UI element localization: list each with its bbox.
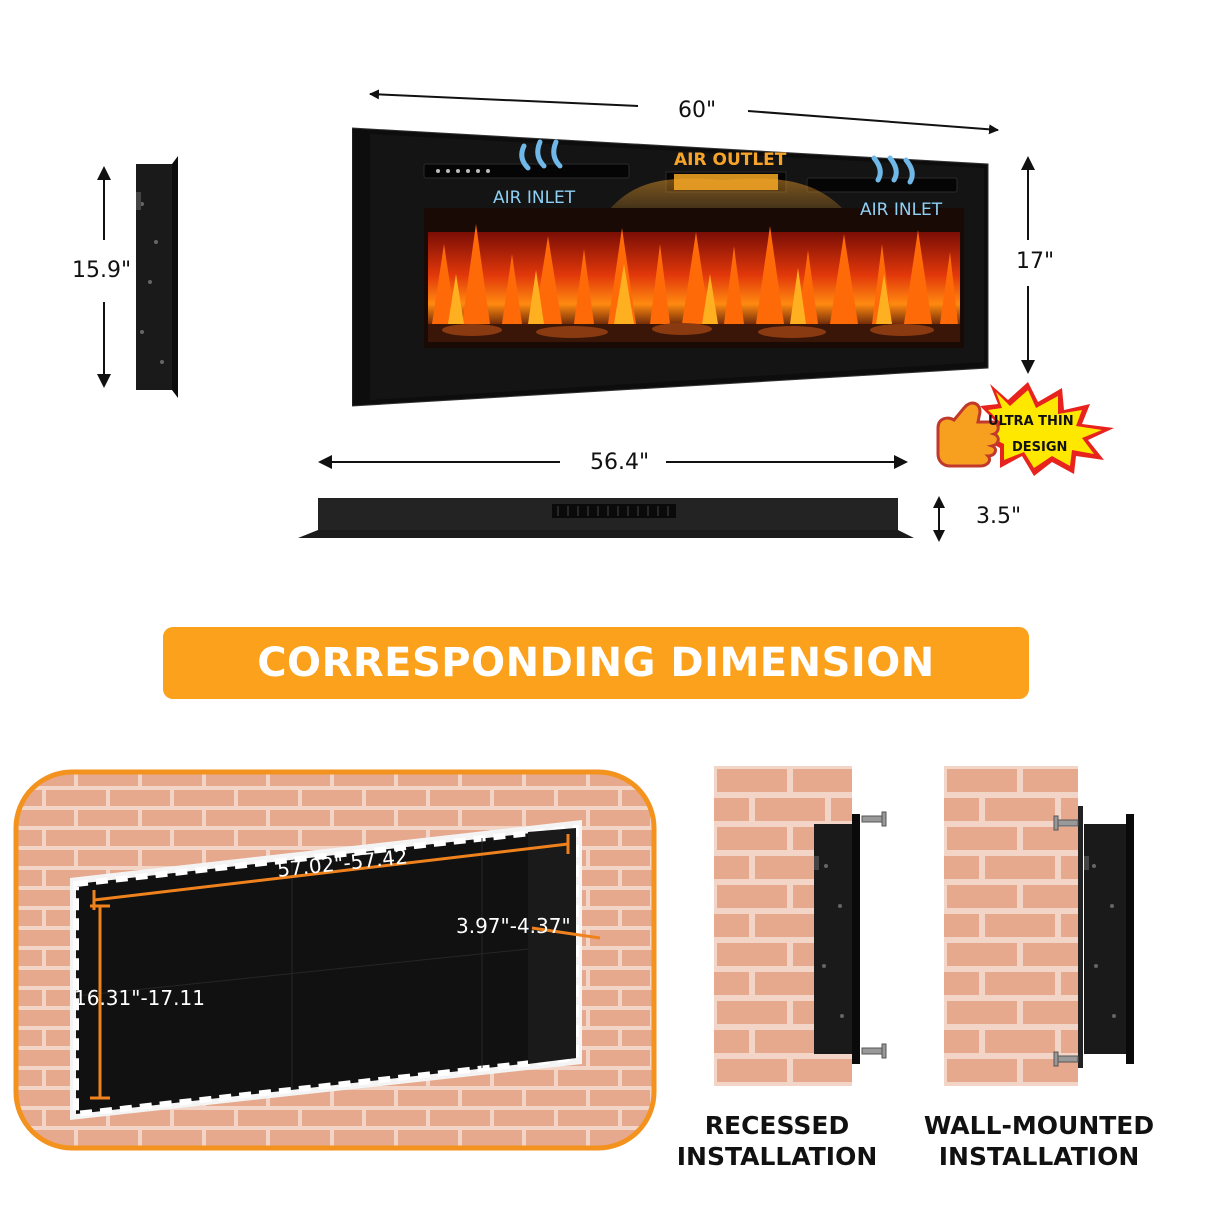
side-height-label: 15.9" (72, 258, 132, 283)
bottom-width-label: 56.4" (590, 450, 650, 475)
depth-arrow (933, 496, 945, 542)
recessed-label-line1: RECESSED (704, 1111, 850, 1140)
front-width-label: 60" (678, 98, 717, 123)
bottom-view (298, 498, 914, 538)
banner-title: CORRESPONDING DIMENSION (257, 640, 935, 686)
cutout-height-label: 16.31"-17.11 (74, 986, 205, 1010)
recessed-label-line2: INSTALLATION (676, 1142, 878, 1171)
wall-mounted-label-line2: INSTALLATION (938, 1142, 1140, 1171)
side-view (136, 156, 178, 398)
air-inlet-right-label: AIR INLET (860, 200, 943, 220)
badge-line1: ULTRA THIN (988, 414, 1074, 429)
wall-mounted-label: WALL-MOUNTED INSTALLATION (904, 1110, 1174, 1172)
side-height-arrow (97, 166, 111, 388)
front-height-label: 17" (1016, 249, 1055, 274)
width-arrow (369, 89, 999, 135)
recessed-installation-diagram (714, 766, 887, 1086)
cutout-depth-label: 3.97"-4.37" (456, 914, 571, 938)
recessed-label: RECESSED INSTALLATION (662, 1110, 892, 1172)
depth-label: 3.5" (976, 504, 1022, 529)
bottom-width-arrow (318, 455, 908, 469)
fireplace-front (352, 127, 989, 407)
front-height-arrow (1021, 156, 1035, 374)
badge-line2: DESIGN (1012, 440, 1068, 455)
section-banner: CORRESPONDING DIMENSION (163, 627, 1029, 699)
cutout-diagram (13, 769, 657, 1151)
wall-mounted-installation-diagram (944, 766, 1134, 1086)
air-outlet-label: AIR OUTLET (674, 150, 787, 170)
ultra-thin-badge (936, 382, 1114, 476)
wall-mounted-label-line1: WALL-MOUNTED (923, 1111, 1155, 1140)
air-inlet-left-label: AIR INLET (493, 188, 576, 208)
